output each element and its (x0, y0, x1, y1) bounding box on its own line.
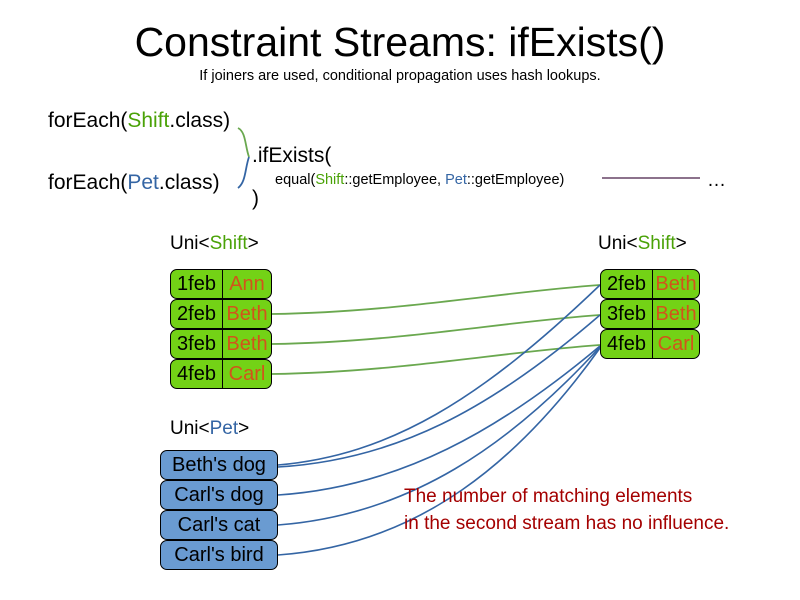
shift-employee: Beth (226, 302, 268, 325)
table-row[interactable]: 2feb Beth (600, 269, 700, 299)
wire-blue-carldog-4feb (277, 345, 601, 496)
wire-green-4feb (271, 344, 601, 375)
right-shift-stream-label: Uni<Shift> (598, 232, 687, 256)
code-foreach-shift: forEach(Shift.class) (48, 108, 230, 134)
table-row[interactable]: 3feb Beth (170, 329, 272, 359)
code-foreach-pet-suffix: .class) (158, 171, 220, 194)
right-shift-label-suffix: > (675, 233, 687, 254)
pet-label: Carl's dog (174, 483, 264, 506)
shift-employee: Beth (655, 302, 697, 325)
page-title: Constraint Streams: ifExists() (134, 19, 666, 65)
code-foreach-shift-type: Shift (127, 109, 170, 132)
shift-date: 4feb (601, 330, 653, 358)
wire-green-2feb (271, 284, 601, 315)
shift-employee: Carl (657, 332, 695, 355)
right-shift-label-prefix: Uni< (598, 233, 638, 254)
right-shift-label-type: Shift (637, 233, 676, 254)
code-foreach-pet: forEach(Pet.class) (48, 170, 220, 196)
brace-upper-green (237, 127, 250, 158)
shift-date: 1feb (171, 270, 223, 298)
shift-date: 3feb (601, 300, 653, 328)
shift-employee: Beth (655, 272, 697, 295)
pet-label-suffix: > (238, 418, 250, 439)
code-joiner-prefix: equal( (275, 172, 316, 188)
code-joiner-left-type: Shift (315, 172, 345, 188)
code-foreach-pet-prefix: forEach( (48, 171, 128, 194)
table-row[interactable]: 2feb Beth (170, 299, 272, 329)
code-ifexists-open: .ifExists( (252, 144, 332, 167)
shift-date: 4feb (171, 360, 223, 388)
pet-label: Carl's cat (177, 513, 261, 536)
table-row[interactable]: 3feb Beth (600, 299, 700, 329)
annotation-line-2: in the second stream has no influence. (404, 513, 730, 534)
list-item[interactable]: Carl's cat (160, 510, 278, 540)
shift-date: 3feb (171, 330, 223, 358)
code-joiner-left-method: ::getEmployee, (344, 172, 446, 188)
brace-lower-blue (237, 156, 250, 189)
table-row[interactable]: 4feb Carl (170, 359, 272, 389)
wire-blue-bethdog-2feb (277, 284, 601, 466)
shift-employee: Ann (229, 272, 265, 295)
pet-label: Beth's dog (172, 453, 266, 476)
code-foreach-pet-type: Pet (127, 171, 159, 194)
joiner-ellipsis: … (707, 170, 726, 191)
shift-employee: Beth (226, 332, 268, 355)
table-row[interactable]: 4feb Carl (600, 329, 700, 359)
page-subtitle: If joiners are used, conditional propaga… (199, 68, 601, 84)
annotation-line-1: The number of matching elements (404, 486, 693, 507)
code-joiner-equal: equal(Shift::getEmployee, Pet::getEmploy… (275, 171, 564, 189)
table-row[interactable]: 1feb Ann (170, 269, 272, 299)
code-joiner-right-type: Pet (445, 172, 467, 188)
left-shift-stream-label: Uni<Shift> (170, 232, 259, 256)
code-foreach-shift-prefix: forEach( (48, 109, 128, 132)
list-item[interactable]: Beth's dog (160, 450, 278, 480)
left-shift-label-prefix: Uni< (170, 233, 210, 254)
code-joiner-right-method: ::getEmployee) (466, 172, 565, 188)
list-item[interactable]: Carl's bird (160, 540, 278, 570)
code-ifexists-close: ) (252, 187, 259, 210)
shift-date: 2feb (601, 270, 653, 298)
code-foreach-shift-suffix: .class) (169, 109, 231, 132)
left-shift-label-type: Shift (209, 233, 248, 254)
wire-green-3feb (271, 314, 601, 345)
shift-date: 2feb (171, 300, 223, 328)
left-shift-label-suffix: > (247, 233, 259, 254)
pet-label: Carl's bird (174, 543, 264, 566)
wire-blue-bethdog-3feb (277, 314, 601, 468)
list-item[interactable]: Carl's dog (160, 480, 278, 510)
pet-label-prefix: Uni< (170, 418, 210, 439)
pet-stream-label: Uni<Pet> (170, 417, 249, 441)
pet-label-type: Pet (209, 418, 239, 439)
shift-employee: Carl (228, 362, 266, 385)
